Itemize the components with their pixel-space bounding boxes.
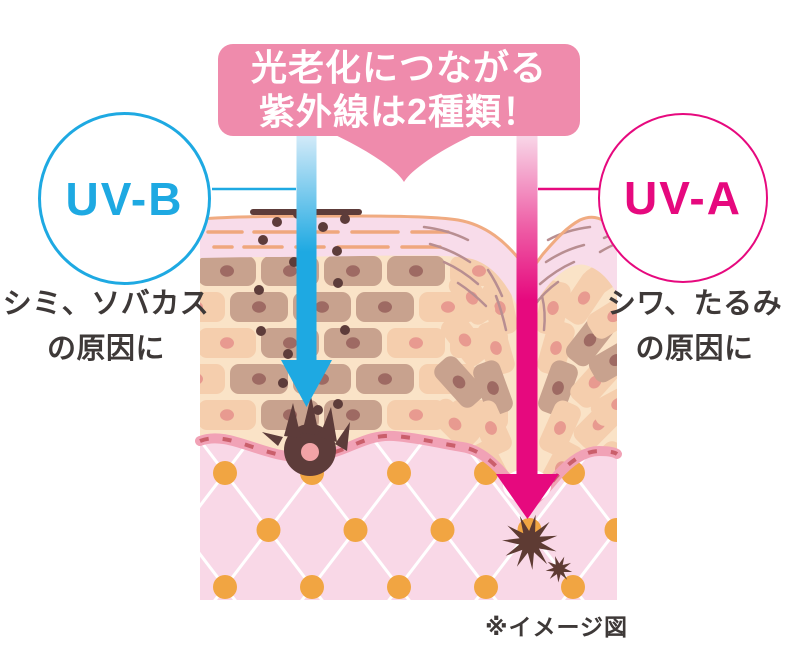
uva-label: UV-A: [624, 172, 742, 224]
uva-caption-line2: の原因に: [635, 333, 754, 365]
uva-caption: シワ、たるみ の原因に: [592, 282, 797, 372]
banner-title-line2: 紫外線は2種類！: [258, 91, 540, 132]
uvb-caption-line1: シミ、ソバカス: [2, 288, 210, 320]
uvb-caption: シミ、ソバカス の原因に: [0, 282, 212, 372]
uva-arrow-icon: [496, 136, 559, 519]
collagen-damage-starbursts: [502, 514, 573, 583]
banner-tail: [316, 126, 492, 182]
uva-badge: UV-A: [598, 113, 768, 283]
melanin-splat: [262, 396, 350, 476]
dermis: [200, 435, 617, 600]
uvb-label: UV-B: [65, 172, 184, 225]
uvb-badge: UV-B: [38, 112, 211, 285]
banner-title-line1: 光老化につながる: [250, 47, 547, 88]
uvb-caption-line2: の原因に: [46, 333, 165, 365]
uvb-arrow-icon: [281, 136, 332, 407]
uva-caption-line1: シワ、たるみ: [606, 288, 783, 320]
banner: 光老化につながる 紫外線は2種類！: [218, 44, 580, 136]
image-note: ※イメージ図: [485, 614, 628, 640]
